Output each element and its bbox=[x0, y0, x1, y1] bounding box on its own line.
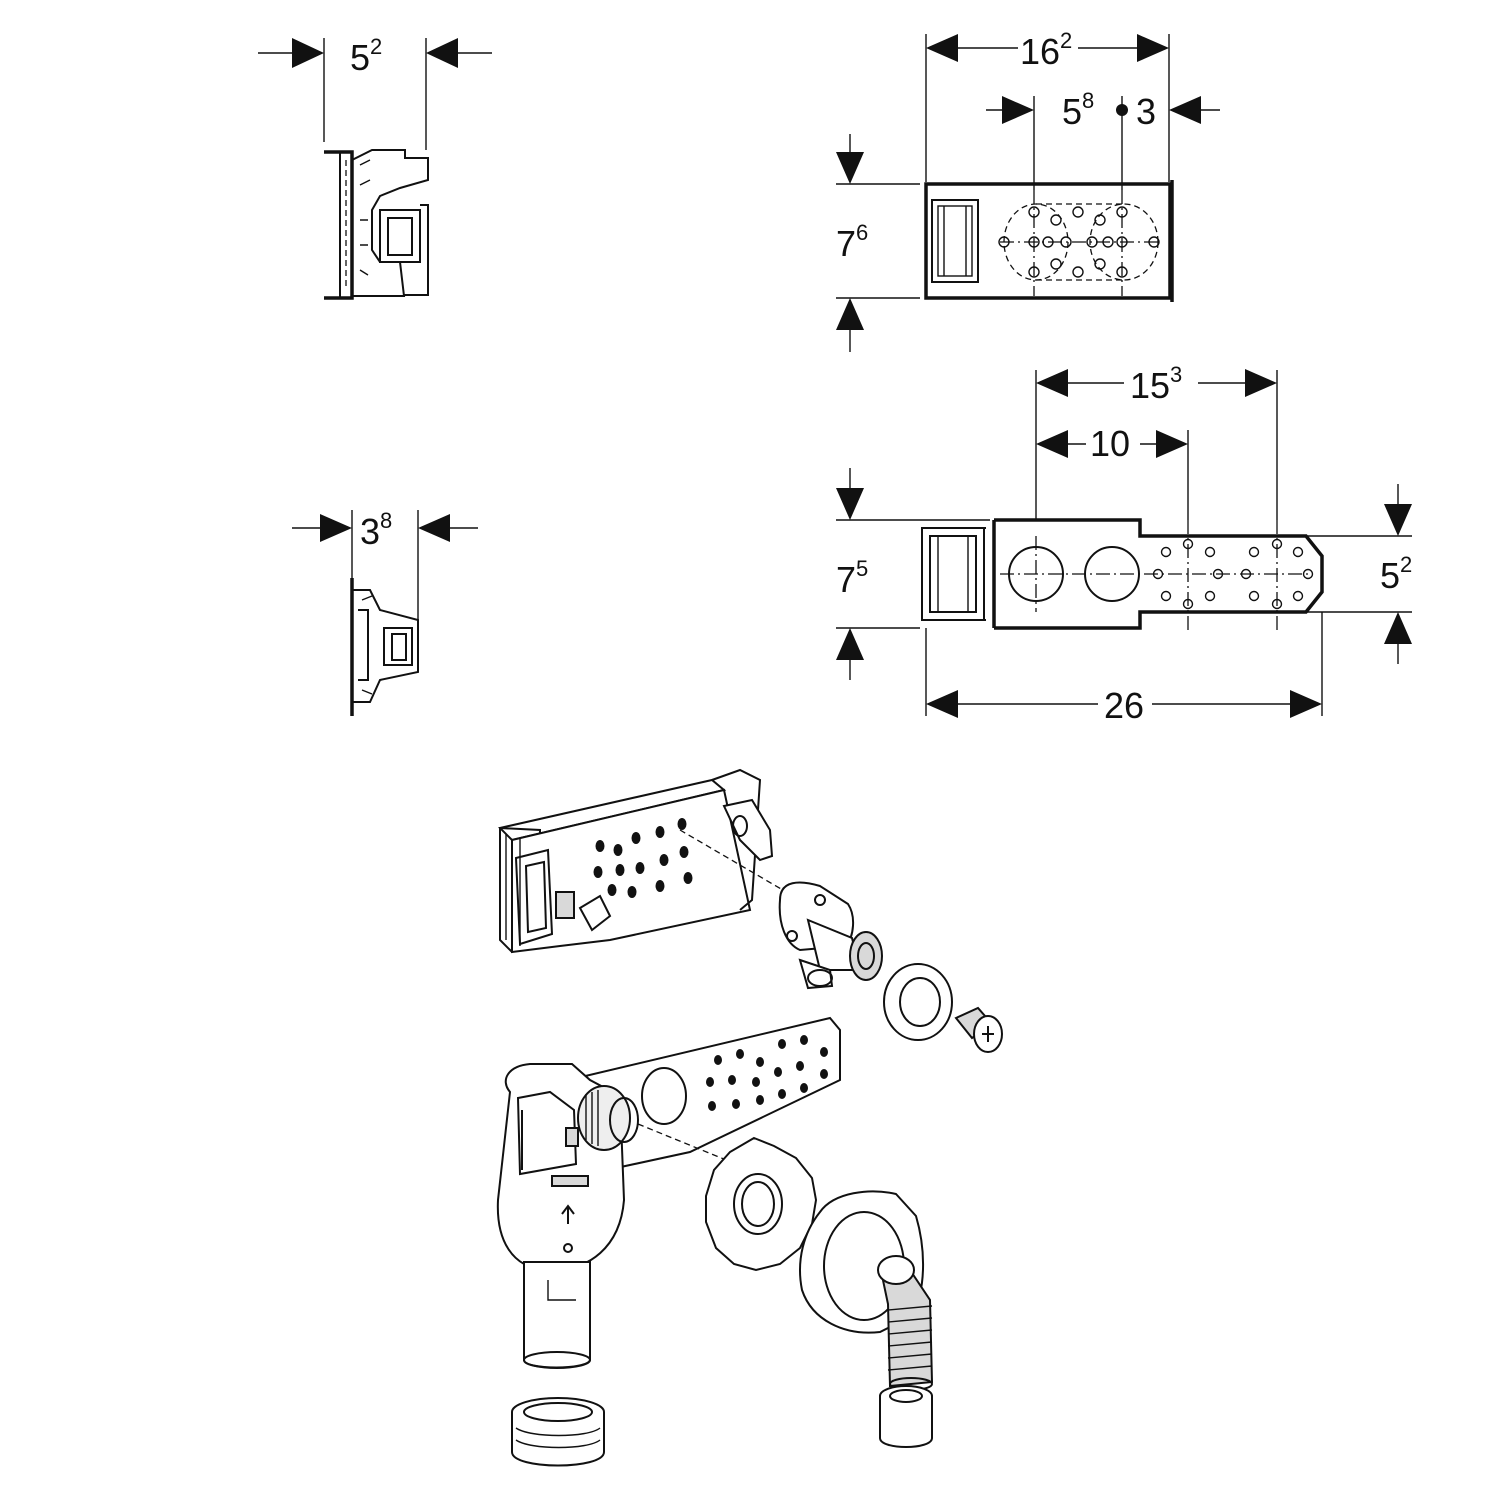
dim-label-height-left: 75 bbox=[836, 556, 868, 600]
iso-elbow-fitting bbox=[778, 881, 883, 990]
dim-arrow bbox=[1156, 430, 1188, 458]
hole-pattern bbox=[998, 206, 1160, 278]
dim-arrow bbox=[1290, 690, 1322, 718]
dim-label-plan-height: 76 bbox=[836, 220, 868, 264]
dim-label-plan-width: 162 bbox=[1020, 28, 1072, 72]
dim-arrow bbox=[1036, 430, 1068, 458]
dim-label-span-b: 10 bbox=[1090, 423, 1130, 464]
dim-label-side-top: 52 bbox=[350, 34, 382, 78]
dim-label-plan-inner-right: 3 bbox=[1136, 91, 1156, 132]
dim-arrow bbox=[836, 152, 864, 184]
iso-lower-plate bbox=[558, 1016, 841, 1180]
dim-arrow bbox=[1169, 96, 1201, 124]
bracket-holes bbox=[593, 818, 693, 898]
dim-label-span-a: 153 bbox=[1130, 362, 1182, 406]
dim-label-height-right: 52 bbox=[1380, 552, 1412, 596]
iso-siphon bbox=[496, 1063, 737, 1369]
lower-plate-holes bbox=[706, 1035, 828, 1111]
iso-washer bbox=[883, 963, 953, 1041]
dim-arrow bbox=[836, 298, 864, 330]
dim-arrow bbox=[1036, 369, 1068, 397]
dim-label-plan-inner-left: 58 bbox=[1062, 88, 1094, 132]
dim-arrow bbox=[320, 514, 352, 542]
dim-label-side-bottom: 38 bbox=[360, 508, 392, 552]
hose-ribs bbox=[887, 1305, 933, 1371]
plan-view-bottom: 153 10 75 52 26 bbox=[836, 362, 1412, 726]
plate-holes bbox=[1152, 538, 1314, 610]
dim-arrow bbox=[292, 38, 324, 68]
dim-arrow bbox=[926, 690, 958, 718]
dim-arrow bbox=[1002, 96, 1034, 124]
dim-arrow bbox=[418, 514, 450, 542]
iso-reducer-sleeve bbox=[879, 1385, 933, 1448]
dim-arrow bbox=[426, 38, 458, 68]
dim-arrow bbox=[836, 628, 864, 660]
dim-arrow bbox=[1384, 612, 1412, 644]
dim-arrow bbox=[1245, 369, 1277, 397]
plan-view-top: 162 58 3 76 bbox=[836, 28, 1220, 352]
dim-arrow bbox=[836, 488, 864, 520]
dim-label-total: 26 bbox=[1104, 685, 1144, 726]
iso-wall-elbow bbox=[799, 1190, 934, 1391]
dim-arrow bbox=[1137, 34, 1169, 62]
dim-arrow bbox=[926, 34, 958, 62]
side-view-bottom: 38 bbox=[292, 508, 478, 716]
iso-rosette bbox=[705, 1136, 818, 1272]
iso-bracket-upper bbox=[498, 768, 801, 954]
iso-threaded-nut bbox=[511, 1397, 605, 1467]
dim-arrow bbox=[1384, 504, 1412, 536]
dim-dot bbox=[1116, 104, 1128, 116]
iso-screw bbox=[954, 1006, 1003, 1053]
side-view-top: 52 bbox=[258, 34, 492, 300]
